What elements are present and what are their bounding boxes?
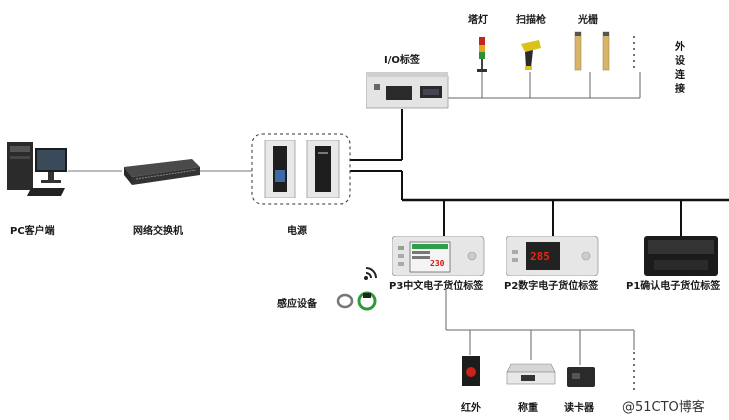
pc-client-icon [5,136,69,202]
peripheral-connection-label: 外设连接 [675,42,685,95]
scanner-label: 扫描枪 [516,15,546,26]
wireless-signal-icon [362,264,382,282]
barcode-scanner-icon [517,38,545,72]
network-switch-label: 网络交换机 [133,226,183,237]
weighing-label: 称重 [518,403,538,414]
infrared-sensor-icon [460,354,482,388]
power-label: 电源 [287,226,307,237]
tower-light-label: 塔灯 [468,15,488,26]
io-tag-device-icon [365,72,450,110]
network-switch-icon [120,155,202,189]
card-reader-icon [566,366,596,388]
p1-tag-device-icon [644,236,720,276]
p1-tag-label: P1确认电子货位标签 [626,281,721,292]
power-supply-icon [263,139,343,199]
p3-tag-label: P3中文电子货位标签 [389,281,484,292]
light-curtain-label: 光栅 [578,15,598,26]
card-reader-label: 读卡器 [564,403,594,414]
p2-display-value: 285 [530,250,550,263]
tower-light-icon [474,33,490,73]
io-tag-label: I/O标签 [384,55,420,66]
ring-sensor-icon [336,293,354,309]
p2-tag-device-icon [505,235,599,277]
wristband-sensor-icon [356,290,378,312]
watermark-text: @51CTO博客 [622,400,705,415]
p3-display-value: 230 [430,259,445,268]
weighing-scale-icon [505,360,557,386]
infrared-label: 红外 [461,403,481,414]
p2-tag-label: P2数字电子货位标签 [504,281,599,292]
pc-client-label: PC客户端 [10,226,55,237]
p3-tag-device-icon [391,235,485,277]
sensing-device-label: 感应设备 [277,299,317,310]
light-curtain-icon [571,30,613,74]
